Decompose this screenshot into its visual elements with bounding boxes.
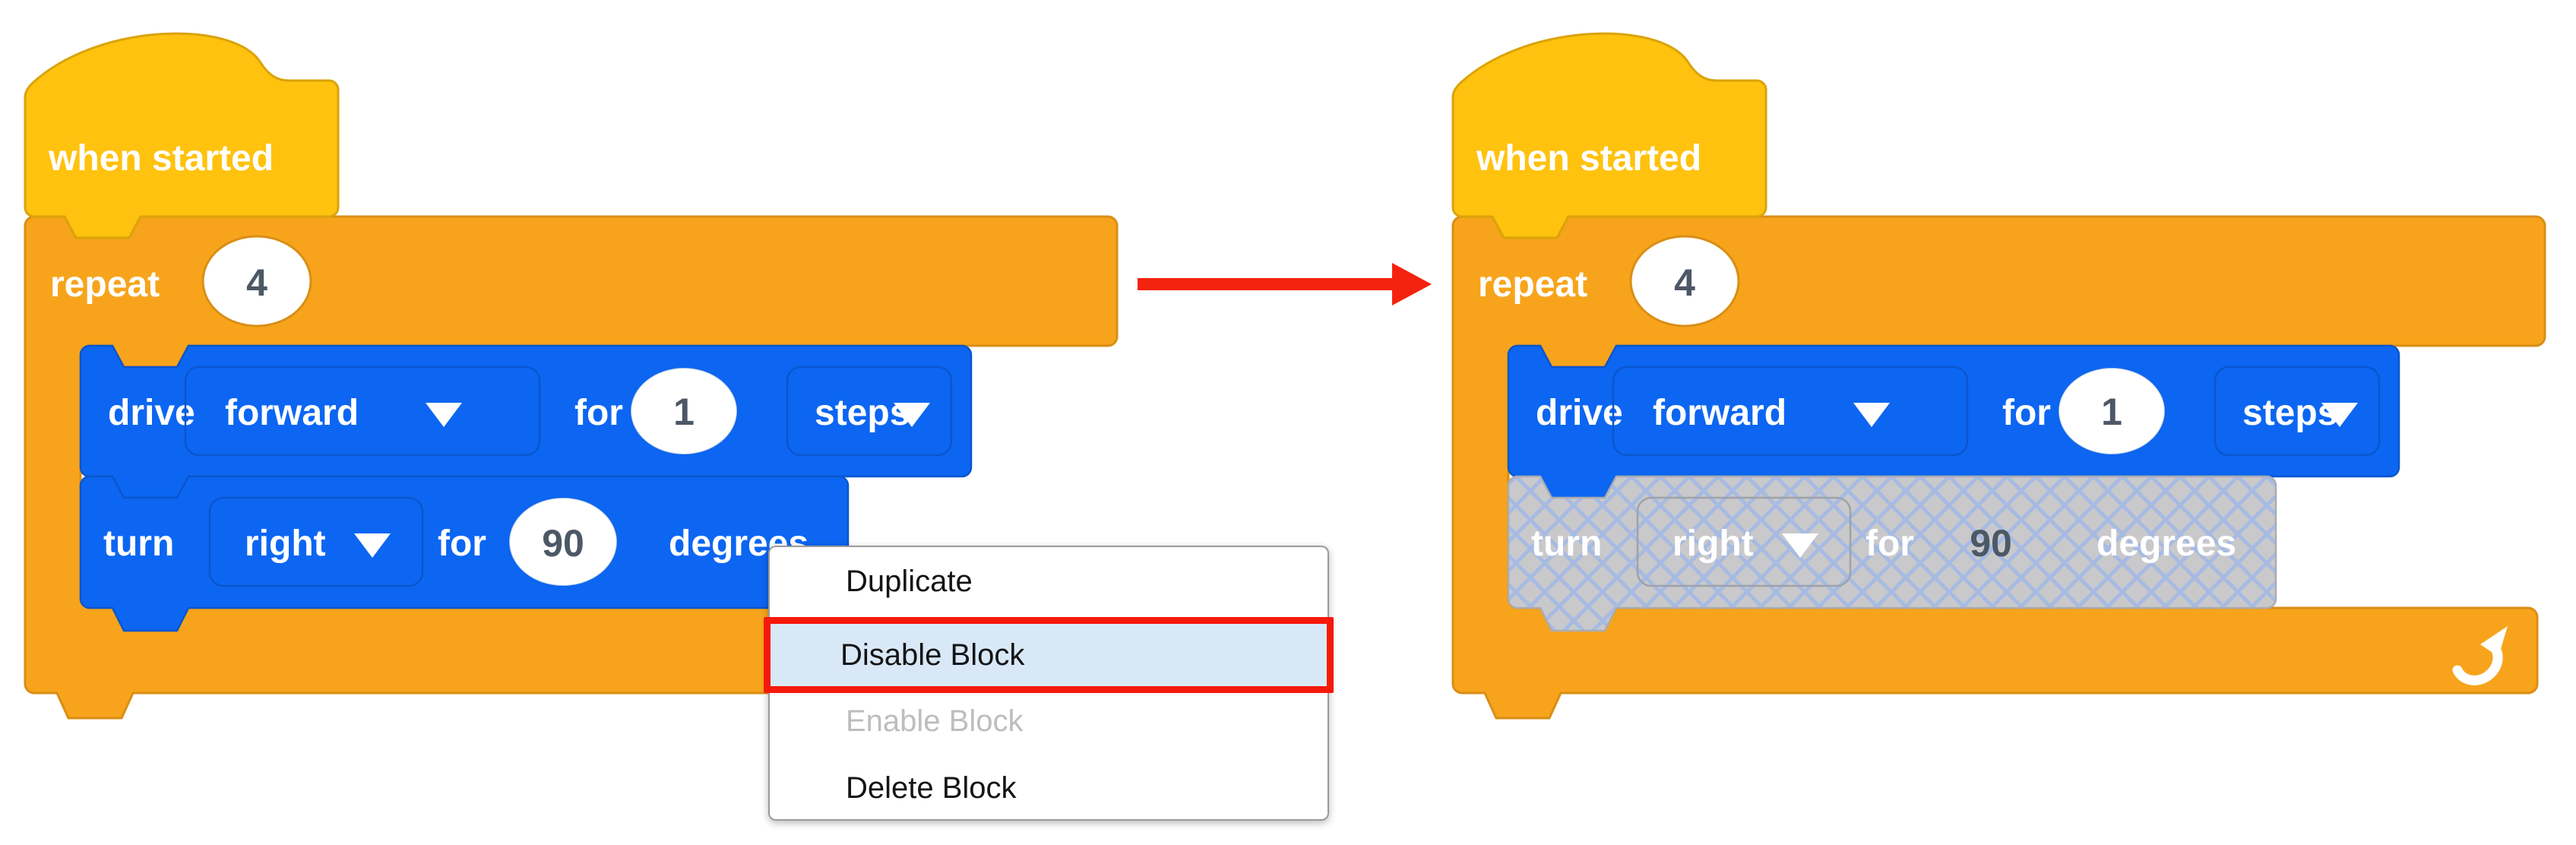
drive-direction-dropdown[interactable]: forward (1612, 366, 1969, 457)
dropdown-arrow-icon (1853, 403, 1890, 427)
turn-value: 90 (542, 522, 584, 565)
repeat-label: repeat (50, 264, 160, 305)
dropdown-arrow-icon (426, 403, 462, 427)
turn-label: turn (103, 524, 174, 564)
menu-item-label: Disable Block (840, 638, 1025, 672)
dropdown-arrow-icon (354, 533, 391, 558)
turn-direction-dropdown[interactable]: right (1636, 496, 1852, 587)
repeat-count-value: 4 (1674, 261, 1695, 304)
drive-label: drive (108, 393, 195, 433)
turn-value-input[interactable] (508, 497, 618, 587)
drive-value: 1 (2101, 391, 2122, 433)
drive-label: drive (1536, 393, 1623, 433)
turn-direction-value: right (245, 524, 326, 564)
turn-value: 90 (1970, 522, 2012, 565)
menu-item-delete-block[interactable]: Delete Block (770, 754, 1328, 822)
drive-value-input[interactable] (2058, 367, 2166, 455)
drive-direction-dropdown[interactable]: forward (184, 366, 541, 457)
context-menu: Duplicate Disable Block Enable Block Del… (764, 546, 1334, 822)
turn-for-label: for (1866, 524, 1914, 564)
menu-item-disable-block[interactable]: Disable Block (764, 617, 1334, 693)
turn-direction-value: right (1673, 524, 1754, 564)
drive-direction-value: forward (225, 393, 359, 433)
turn-direction-dropdown[interactable]: right (208, 496, 424, 587)
drive-for-label: for (574, 393, 623, 433)
when-started-label: when started (1476, 138, 1701, 179)
drive-block[interactable] (79, 344, 973, 499)
flow-arrow-icon (1138, 263, 1432, 305)
menu-item-enable-block: Enable Block (770, 687, 1328, 755)
drive-direction-value: forward (1653, 393, 1786, 433)
drive-value-input[interactable] (630, 367, 738, 455)
repeat-label: repeat (1478, 264, 1587, 305)
when-started-block[interactable] (24, 32, 340, 239)
drive-unit-dropdown[interactable]: steps (2214, 366, 2381, 457)
drive-unit-dropdown[interactable]: steps (786, 366, 953, 457)
drive-unit-value: steps (815, 393, 910, 433)
menu-item-label: Delete Block (846, 771, 1017, 805)
repeat-count-input[interactable] (201, 235, 312, 328)
drive-unit-value: steps (2242, 393, 2337, 433)
repeat-count-input[interactable] (1629, 235, 1740, 328)
menu-item-duplicate[interactable]: Duplicate (770, 547, 1328, 616)
dropdown-arrow-icon (894, 403, 930, 427)
turn-for-label: for (438, 524, 486, 564)
repeat-loop-icon (2452, 626, 2508, 685)
menu-item-label: Enable Block (846, 704, 1024, 738)
repeat-count-value: 4 (246, 261, 267, 304)
drive-value: 1 (673, 391, 695, 433)
left-script: repeat 4 when started drive forward for … (24, 32, 1119, 720)
drive-for-label: for (2002, 393, 2051, 433)
turn-label: turn (1531, 524, 1602, 564)
when-started-block[interactable] (1451, 32, 1767, 239)
menu-item-label: Duplicate (846, 564, 973, 598)
turn-block-disabled[interactable] (1507, 475, 2277, 632)
right-script: repeat 4 when started drive forward for … (1451, 32, 2546, 720)
dropdown-arrow-icon (2321, 403, 2358, 427)
turn-unit-label: degrees (2097, 524, 2236, 564)
drive-block[interactable] (1507, 344, 2400, 499)
when-started-label: when started (48, 138, 274, 179)
dropdown-arrow-icon (1782, 533, 1818, 558)
